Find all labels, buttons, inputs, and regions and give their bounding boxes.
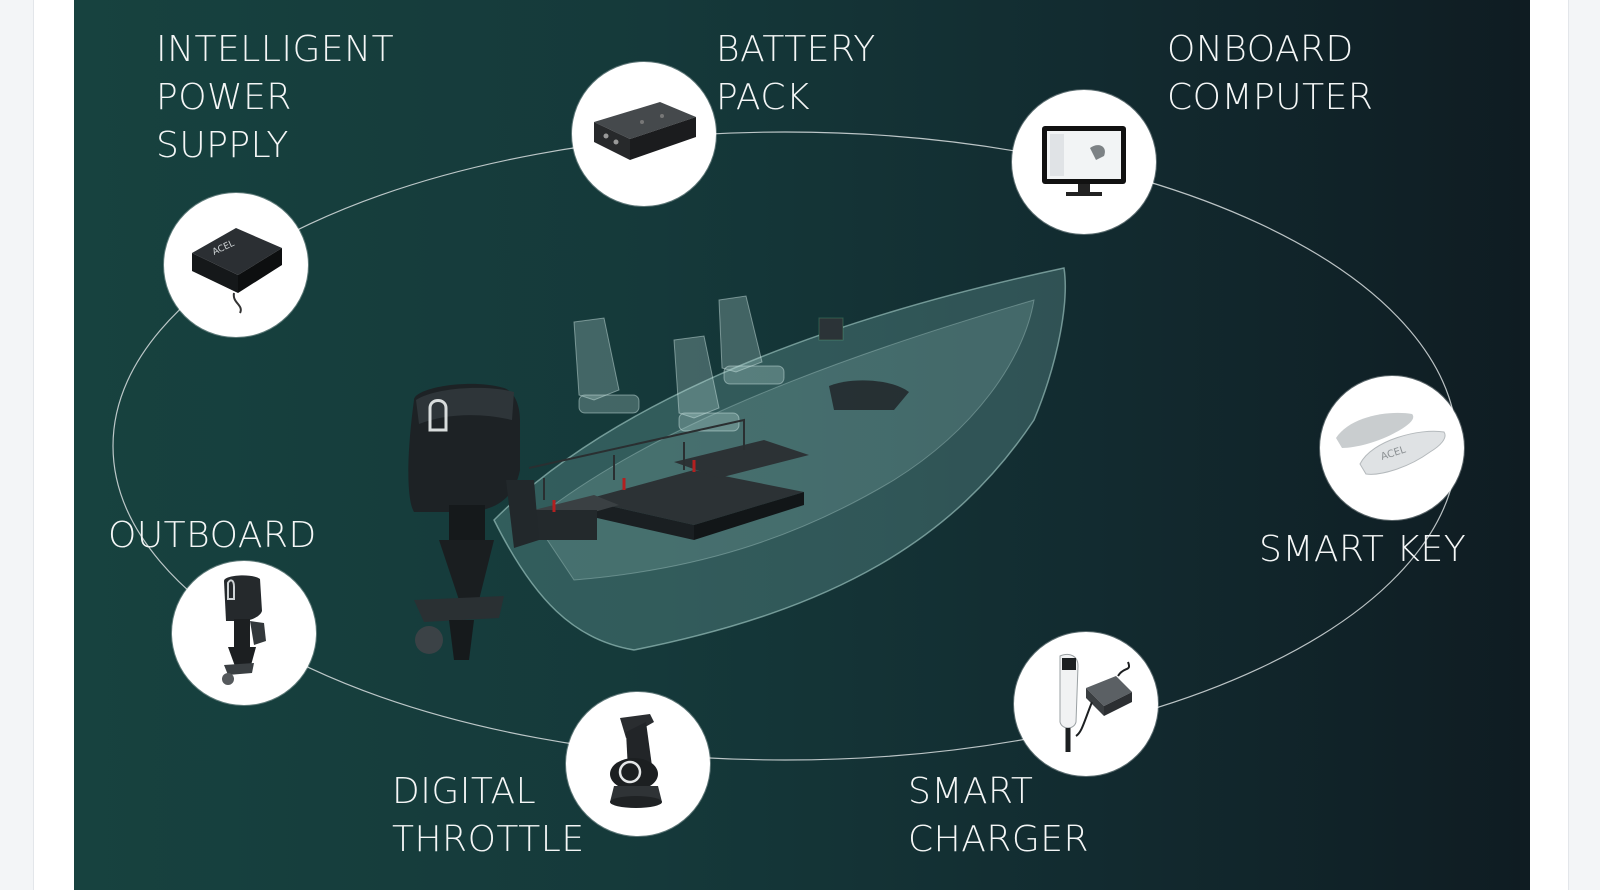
node-outboard	[172, 561, 316, 705]
smart-charger-icon	[1059, 653, 1132, 752]
label-outboard: OUTBOARD	[108, 515, 317, 556]
power-supply-icon: ACEL	[192, 228, 282, 314]
node-smart-charger	[1014, 632, 1158, 776]
node-onboard-computer	[1012, 90, 1156, 234]
node-digital-throttle	[566, 692, 710, 836]
ring-and-boat	[112, 131, 1458, 761]
outboard-motor	[408, 383, 539, 660]
digital-throttle-icon	[610, 714, 662, 808]
onboard-computer-icon	[1042, 126, 1126, 196]
boat-with-electric-outboard-icon	[408, 267, 1066, 660]
outboard-icon	[222, 575, 266, 685]
label-smart-charger: SMART CHARGER	[908, 771, 1090, 860]
smart-key-icon: ACEL	[1336, 412, 1446, 475]
label-digital-throttle: DIGITAL THROTTLE	[392, 771, 585, 860]
infographic-panel: INTELLIGENT POWER SUPPLY BATTERY PACK ON…	[74, 0, 1530, 890]
node-battery-pack	[572, 62, 716, 206]
label-battery-pack: BATTERY PACK	[716, 29, 876, 118]
label-onboard-computer: ONBOARD COMPUTER	[1167, 29, 1374, 118]
label-smart-key: SMART KEY	[1259, 529, 1467, 570]
label-power-supply: INTELLIGENT POWER SUPPLY	[156, 29, 395, 166]
node-power-supply: ACEL	[164, 193, 308, 337]
node-smart-key: ACEL	[1320, 376, 1464, 520]
battery-pack-icon	[594, 102, 696, 160]
